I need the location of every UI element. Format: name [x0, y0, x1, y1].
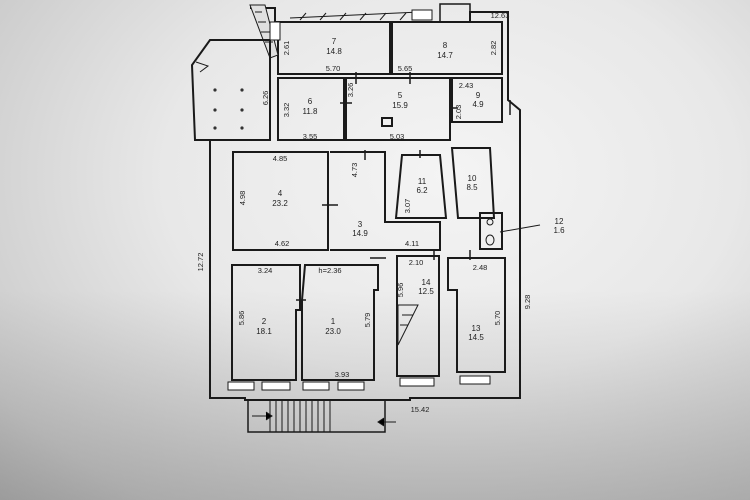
annex-columns — [213, 88, 244, 130]
dim-5-96: 5.96 — [396, 283, 405, 298]
room-1-walls — [301, 264, 379, 381]
room-14-area: 12.5 — [418, 287, 434, 296]
dim-2-03: 2.03 — [454, 105, 463, 120]
dim-3-55: 3.55 — [303, 132, 318, 141]
room-14-stair — [397, 304, 419, 346]
dim-2-10: 2.10 — [409, 258, 424, 267]
dim-2-61: 2.61 — [282, 41, 291, 56]
dim-4-98: 4.98 — [238, 191, 247, 206]
entrance-stair — [252, 400, 396, 432]
room-12-leader — [499, 224, 541, 233]
dim-2-48: 2.48 — [473, 263, 488, 272]
room-6-number: 6 — [308, 97, 313, 106]
room-12-number: 12 — [555, 217, 564, 226]
room-10-area: 8.5 — [466, 183, 478, 192]
room-10-number: 10 — [468, 174, 477, 183]
room-12-area: 1.6 — [553, 226, 565, 235]
dim-3-26: 3.26 — [346, 83, 355, 98]
dim-5-86: 5.86 — [237, 311, 246, 326]
room-11-area: 6.2 — [416, 186, 428, 195]
room-1-number: 1 — [331, 317, 336, 326]
room-11-number: 11 — [418, 177, 427, 186]
dim-2-43: 2.43 — [459, 81, 474, 90]
room-2-number: 2 — [262, 317, 267, 326]
dim-overall-top: 12.63 — [491, 11, 510, 20]
room-5-number: 5 — [398, 91, 403, 100]
dim-4-62: 4.62 — [275, 239, 290, 248]
room-7-area: 14.8 — [326, 47, 342, 56]
dim-3-32: 3.32 — [282, 103, 291, 118]
chimney-box — [439, 3, 471, 23]
dim-5-03: 5.03 — [390, 132, 405, 141]
dim-5-70: 5.70 — [326, 64, 341, 73]
room-6-area: 11.8 — [303, 107, 319, 116]
dim-overall-bottom: 15.42 — [411, 405, 430, 414]
room-1-area: 23.0 — [325, 327, 341, 336]
room-14-walls — [396, 255, 440, 377]
top-roof-hatch — [289, 11, 421, 21]
room-8-area: 14.7 — [437, 51, 453, 60]
dim-5-79: 5.79 — [363, 313, 372, 328]
room-13-area: 14.5 — [468, 333, 484, 342]
room-7-walls — [277, 21, 391, 75]
room-6-walls — [277, 77, 345, 141]
room-2-walls — [231, 264, 301, 381]
room-10-walls — [450, 147, 496, 219]
room-4-area: 23.2 — [272, 199, 288, 208]
wc-icon — [486, 218, 494, 226]
room-4-number: 4 — [278, 189, 283, 198]
entrance-steps-outline — [247, 400, 386, 433]
room-7-number: 7 — [332, 37, 337, 46]
room-5-area: 15.9 — [392, 101, 408, 110]
dim-6-26: 6.26 — [261, 91, 270, 106]
dim-3-07: 3.07 — [403, 199, 412, 214]
dim-4-11: 4.11 — [405, 239, 419, 248]
room-11-walls — [394, 154, 448, 219]
dim-right-height: 9.28 — [523, 295, 532, 310]
dim-5-65: 5.65 — [398, 64, 413, 73]
room-9-area: 4.9 — [472, 100, 484, 109]
annex-arrow — [195, 61, 210, 73]
room-9-number: 9 — [476, 91, 481, 100]
room-8-number: 8 — [443, 41, 448, 50]
dim-4-73: 4.73 — [350, 163, 359, 178]
dim-4-85: 4.85 — [273, 154, 288, 163]
windows — [227, 9, 491, 391]
room-4-walls — [232, 151, 329, 251]
room-12-walls — [479, 212, 503, 250]
room-5-fixture — [381, 117, 393, 127]
dim-ceiling-height: h=2.36 — [318, 266, 341, 275]
dim-2-82: 2.82 — [489, 41, 498, 56]
annex-walls — [190, 39, 271, 141]
dim-3-93: 3.93 — [335, 370, 350, 379]
dim-left-height: 12.72 — [196, 253, 205, 272]
dim-5-70b: 5.70 — [493, 311, 502, 326]
room-3-area: 14.9 — [352, 229, 368, 238]
room-3-walls — [330, 151, 441, 251]
room-13-number: 13 — [472, 324, 481, 333]
room-13-walls — [447, 257, 506, 373]
room-5-walls — [345, 77, 451, 141]
room-9-walls — [451, 77, 503, 123]
room-2-area: 18.1 — [256, 327, 272, 336]
room-3-number: 3 — [358, 220, 363, 229]
sink-icon — [485, 234, 495, 246]
room-14-number: 14 — [422, 278, 431, 287]
door-marks — [296, 72, 511, 301]
dim-3-24: 3.24 — [258, 266, 273, 275]
